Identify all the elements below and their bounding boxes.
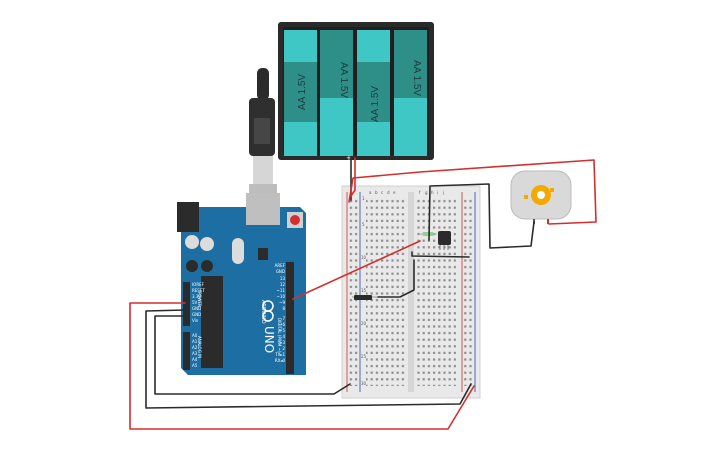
pin-label-ioref: IOREF [192,282,205,287]
col-letter-f: f [419,190,421,195]
capacitor-3 [186,260,198,272]
digital-pin-labels: AREF GND 13 12 ~11 ~10 ~9 8 7 ~6 ~5 4 ~3… [274,263,285,363]
digital-header [286,262,294,374]
wire-arduino-gnd-2[interactable] [154,315,351,395]
breadboard-rail-holes-left [349,196,358,386]
pin-label-a0: A0 [192,333,198,338]
transistor[interactable] [438,231,451,250]
wire-battery-positive[interactable] [350,157,356,197]
row-number-10: 10 [361,255,367,260]
atmega-chip [201,276,223,368]
pin-label-9: ~9 [279,300,285,305]
wire-emitter-to-ground[interactable] [411,251,470,258]
battery-pack[interactable]: AA 1.5V AA 1.5V AA 1.5V AA 1.5V + [278,22,434,162]
diode[interactable] [419,232,437,236]
wire-motor-positive[interactable] [348,159,597,225]
pin-label-10: ~10 [277,294,286,299]
pin-label-rx: RX◂0 [275,358,286,363]
col-letter-b: b [375,190,378,195]
wire-motor-negative[interactable] [428,183,535,249]
analog-pin-labels: A0 A1 A2 A3 A4 A5 ANALOG IN [192,333,202,368]
resistor[interactable] [352,295,378,300]
pin-label-reset: RESET [192,288,205,293]
power-jack [177,202,199,232]
dc-motor[interactable] [510,170,572,224]
pin-label-8: 8 [282,306,285,311]
battery-cell-1-label: AA 1.5V [297,74,308,110]
wire-arduino-gnd[interactable] [145,309,472,409]
usb-jack [246,193,280,225]
analog-label: ANALOG IN [197,336,202,358]
battery-cell-3: AA 1.5V [357,30,390,156]
wire-resistor-jumper[interactable] [377,259,415,298]
breadboard-holes-left [366,196,406,386]
pin-label-5v: 5V [192,300,198,305]
pin-label-2: 2 [282,346,285,351]
pin-label-a5: A5 [192,363,198,368]
arduino-model: UNO [262,326,276,353]
power-label: POWER [197,292,202,307]
breadboard-row-numbers: 1 5 10 15 20 25 30 [361,196,367,386]
pin-label-7: 7 [282,316,285,321]
battery-cell-1: AA 1.5V [284,30,317,156]
col-letter-j: j [442,190,444,195]
pin-label-gnd-1: GND [192,306,201,311]
col-letter-i: i [437,190,438,195]
row-number-5: 5 [362,222,365,227]
pin-label-11: ~11 [277,288,286,293]
pin-label-a2: A2 [192,345,198,350]
battery-cell-2: AA 1.5V [320,30,353,156]
pin-label-a1: A1 [192,339,198,344]
power-header [183,282,190,326]
pin-label-a4: A4 [192,357,198,362]
capacitor-1 [185,235,199,249]
breadboard-rail-holes-right [464,196,473,386]
col-letter-c: c [381,190,383,195]
pin-label-gnd-2: GND [192,312,201,317]
power-pin-labels: IOREF RESET 3.3V 5V GND GND Vin POWER [192,282,205,323]
small-chip [258,248,268,260]
battery-plus-sign: + [346,154,352,162]
capacitor-2 [200,237,214,251]
col-letter-h: h [431,190,434,195]
breadboard-holes-right [416,196,456,386]
wire-pin9-to-base[interactable] [292,240,421,300]
pin-label-12: 12 [280,282,286,287]
col-letter-e: e [393,190,396,195]
col-letter-d: d [387,190,390,195]
pin-label-13: 13 [280,276,286,281]
pin-label-3: ~3 [279,340,285,345]
pin-label-a3: A3 [192,351,198,356]
pin-label-4: 4 [282,334,285,339]
row-number-20: 20 [361,321,367,326]
col-letter-g: g [425,190,428,195]
arduino-uno[interactable]: ARDUINO UNO AREF GND 13 12 ~11 ~10 ~9 8 … [177,193,306,375]
wire-arduino-5v[interactable] [129,302,475,430]
pin-label-gnd: GND [276,269,285,274]
crystal [232,238,244,264]
capacitor-4 [201,260,213,272]
pin-label-3v3: 3.3V [192,294,201,299]
battery-cell-4-label: AA 1.5V [411,60,422,96]
pin-label-tx: TX▸1 [274,352,285,357]
row-number-15: 15 [361,288,367,293]
row-number-25: 25 [361,354,367,359]
pin-label-aref: AREF [275,263,286,268]
pin-label-6: ~6 [279,322,285,327]
pin-label-5: ~5 [279,328,285,333]
row-number-1: 1 [362,196,365,201]
arduino-brand: ARDUINO [260,300,266,324]
breadboard-col-letters-top: a b c d e f g h i j [369,190,444,195]
analog-header [183,332,190,370]
digital-label: DIGITAL (PWM ~) [277,318,282,353]
pin-label-vin: Vin [192,318,199,323]
row-number-30: 30 [361,381,367,386]
battery-cell-2-label: AA 1.5V [338,62,349,98]
battery-cell-3-label: AA 1.5V [370,86,381,122]
battery-cell-4: AA 1.5V [394,30,427,156]
col-letter-a: a [369,190,372,195]
